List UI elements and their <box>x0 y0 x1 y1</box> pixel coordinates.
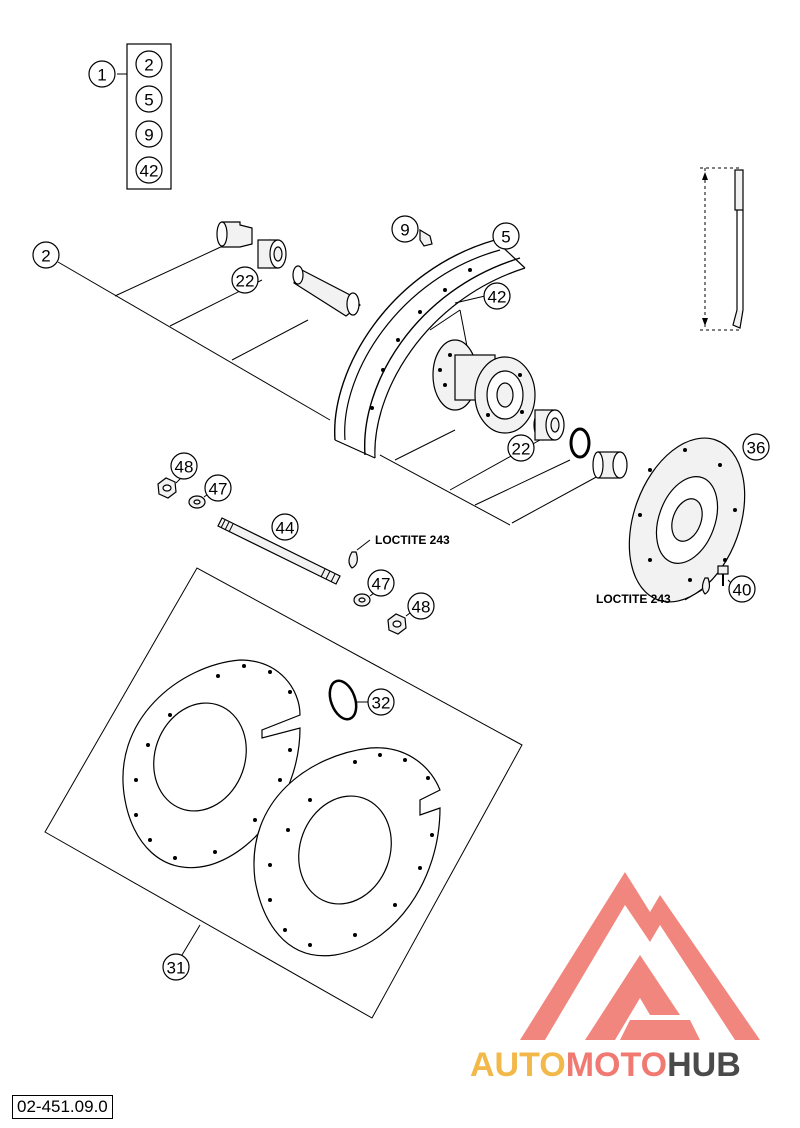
svg-text:42: 42 <box>488 288 507 307</box>
kit-item-4: 42 <box>140 162 159 181</box>
loctite-note-axle: LOCTITE 243 <box>375 533 450 547</box>
callout-48-top: 48 <box>170 452 198 480</box>
callout-22-right: 22 <box>507 434 535 462</box>
kit-item-1: 2 <box>144 56 153 75</box>
callout-2: 2 <box>32 241 60 269</box>
watermark-auto: AUTO <box>470 1046 566 1084</box>
kit-item-2: 5 <box>144 91 153 110</box>
svg-text:31: 31 <box>167 959 186 978</box>
callout-47-top: 47 <box>204 474 232 502</box>
axle <box>217 517 371 585</box>
hub <box>432 339 536 434</box>
kit-group: 1 2 5 9 42 <box>88 43 172 190</box>
svg-text:40: 40 <box>733 581 752 600</box>
spoke-illustration <box>700 167 744 331</box>
callout-5: 5 <box>492 222 520 250</box>
svg-text:47: 47 <box>209 480 228 499</box>
svg-text:9: 9 <box>400 221 409 240</box>
rim <box>334 228 526 459</box>
watermark-hub: HUB <box>667 1046 741 1084</box>
callout-48-bottom: 48 <box>407 592 435 620</box>
callout-42: 42 <box>483 282 511 310</box>
svg-text:48: 48 <box>412 598 431 617</box>
svg-text:44: 44 <box>276 519 295 538</box>
document-number: 02-451.09.0 <box>12 1095 113 1119</box>
svg-text:48: 48 <box>175 458 194 477</box>
brake-disc <box>628 437 746 603</box>
svg-text:36: 36 <box>747 439 766 458</box>
right-spacer-parts <box>533 409 628 479</box>
svg-text:22: 22 <box>512 440 531 459</box>
svg-text:2: 2 <box>41 247 50 266</box>
callout-9: 9 <box>391 215 419 243</box>
nuts-washers <box>157 475 415 635</box>
svg-text:22: 22 <box>236 272 255 291</box>
callout-44: 44 <box>271 513 299 541</box>
svg-text:47: 47 <box>372 575 391 594</box>
callout-47-bottom: 47 <box>367 569 395 597</box>
callout-36: 36 <box>742 433 770 461</box>
svg-text:5: 5 <box>501 228 510 247</box>
loctite-note-disc: LOCTITE 243 <box>596 592 671 606</box>
watermark-moto: MOTO <box>566 1046 667 1084</box>
callout-40: 40 <box>728 575 756 603</box>
kit-callout: 1 <box>88 60 116 88</box>
detail-box-31 <box>44 567 523 1019</box>
kit-label: 1 <box>97 66 106 85</box>
left-spacer-parts <box>216 221 361 317</box>
callout-22-left: 22 <box>231 266 259 294</box>
watermark-logo <box>520 872 760 1040</box>
kit-item-3: 9 <box>144 126 153 145</box>
callout-31: 31 <box>162 953 190 981</box>
callout-32: 32 <box>367 688 395 716</box>
svg-text:32: 32 <box>372 694 391 713</box>
watermark-text: AUTOMOTOHUB <box>470 1046 741 1084</box>
